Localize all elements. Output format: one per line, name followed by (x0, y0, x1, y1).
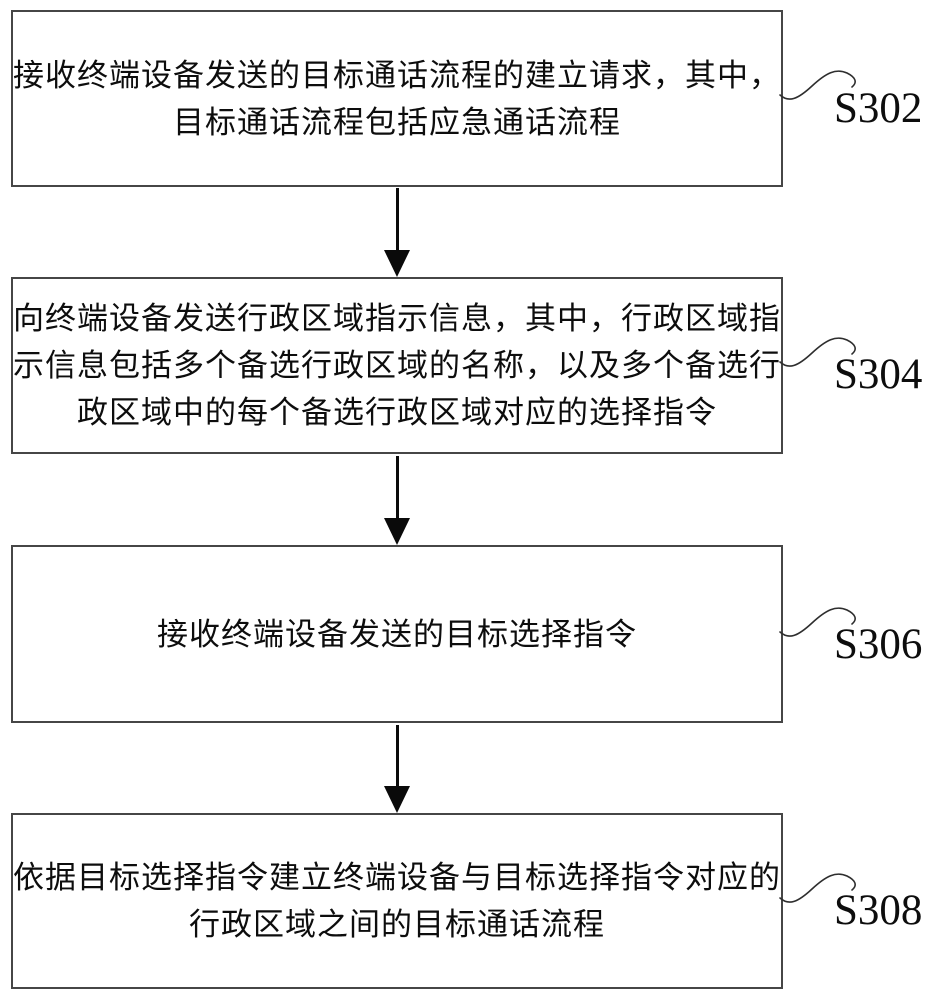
arrowhead-icon (384, 250, 410, 277)
step-text-line: 目标通话流程包括应急通话流程 (173, 104, 621, 140)
down-arrow-1 (383, 188, 411, 277)
reference-line-squiggle-s306 (779, 607, 856, 637)
step-text-s304: 向终端设备发送行政区域指示信息，其中，行政区域指 示信息包括多个备选行政区域的名… (13, 295, 781, 436)
step-text-line: 示信息包括多个备选行政区域的名称，以及多个备选行 (13, 348, 781, 383)
down-arrow-3 (383, 725, 411, 813)
step-text-line: 行政区域之间的目标通话流程 (189, 907, 605, 942)
step-box-s304: 向终端设备发送行政区域指示信息，其中，行政区域指 示信息包括多个备选行政区域的名… (11, 277, 783, 454)
down-arrow-2 (383, 456, 411, 545)
step-text-line: 政区域中的每个备选行政区域对应的选择指令 (77, 395, 717, 430)
step-text-s302: 接收终端设备发送的目标通话流程的建立请求，其中， 目标通话流程包括应急通话流程 (13, 52, 781, 146)
step-box-s308: 依据目标选择指令建立终端设备与目标选择指令对应的 行政区域之间的目标通话流程 (11, 813, 783, 989)
step-text-line: 依据目标选择指令建立终端设备与目标选择指令对应的 (13, 860, 781, 895)
reference-line-squiggle-s308 (779, 873, 856, 903)
step-label-s304: S304 (834, 351, 923, 398)
step-label-s308: S308 (834, 887, 923, 934)
arrow-line (395, 725, 399, 786)
step-label-s306: S306 (834, 621, 923, 668)
step-text-line: 向终端设备发送行政区域指示信息，其中，行政区域指 (13, 301, 781, 336)
arrow-line (395, 188, 399, 250)
arrowhead-icon (384, 518, 410, 545)
step-text-s308: 依据目标选择指令建立终端设备与目标选择指令对应的 行政区域之间的目标通话流程 (13, 854, 781, 948)
arrowhead-icon (384, 786, 410, 813)
step-label-s302: S302 (834, 85, 923, 132)
step-box-s306: 接收终端设备发送的目标选择指令 (11, 545, 783, 723)
step-text-line: 接收终端设备发送的目标通话流程的建立请求，其中， (13, 57, 781, 93)
step-box-s302: 接收终端设备发送的目标通话流程的建立请求，其中， 目标通话流程包括应急通话流程 (11, 10, 783, 187)
reference-line-squiggle-s304 (779, 337, 856, 367)
step-text-s306: 接收终端设备发送的目标选择指令 (13, 611, 781, 658)
step-text-line: 接收终端设备发送的目标选择指令 (157, 616, 637, 652)
arrow-line (395, 456, 399, 518)
reference-line-squiggle-s302 (779, 70, 856, 100)
